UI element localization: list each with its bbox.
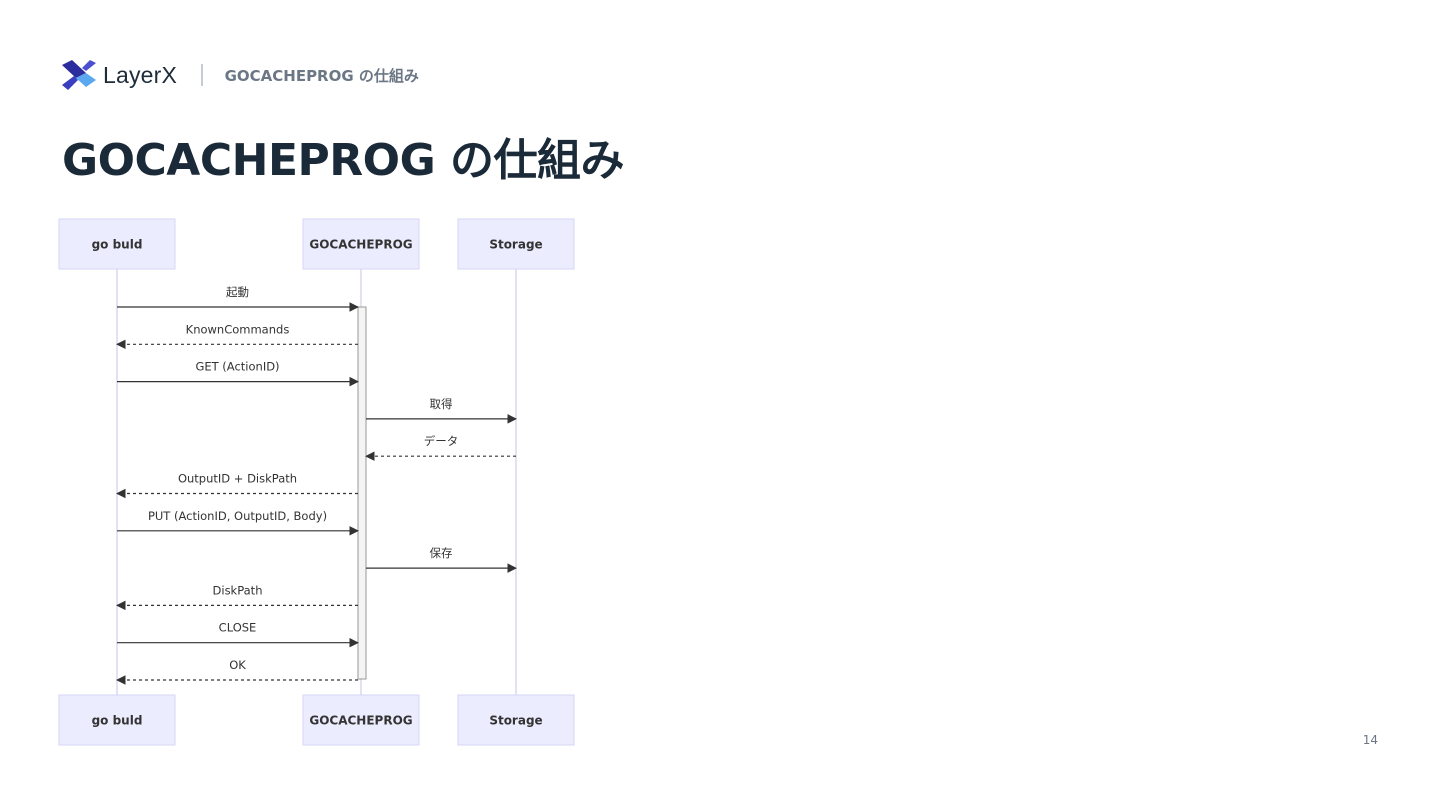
message-label: KnownCommands [186,322,290,336]
message-5: データ [365,434,516,462]
page-title: GOCACHEPROG の仕組み [62,135,625,186]
message-11: OK [116,658,358,685]
participant-label: Storage [489,238,542,252]
participant-box [302,218,420,270]
message-7: PUT (ActionID, OutputID, Body) [117,509,359,536]
message-10: CLOSE [117,621,359,648]
participant-box [58,218,176,270]
message-2: KnownCommands [116,322,358,350]
layerx-logo: LayerX [62,60,177,90]
participant-label: go buld [92,238,143,252]
participant-label: go buld [92,714,143,728]
message-3: GET (ActionID) [117,360,359,387]
message-label: CLOSE [219,621,257,635]
message-9: DiskPath [116,583,358,611]
participant-bottom-prog: GOCACHEPROG [302,694,420,746]
participant-box [457,218,575,270]
message-label: DiskPath [213,583,263,597]
message-label: 起動 [226,285,249,299]
message-1: 起動 [117,285,359,312]
participant-box [457,694,575,746]
message-8: 保存 [366,546,517,573]
participant-box [58,694,176,746]
message-label: GET (ActionID) [195,360,279,374]
message-label: 保存 [430,546,453,560]
layerx-logo-icon [62,60,96,90]
participant-top-prog: GOCACHEPROG [302,218,420,270]
slide-header: LayerX GOCACHEPROG の仕組み [62,60,419,90]
participant-box [302,694,420,746]
page-number: 14 [1362,733,1378,747]
participant-label: GOCACHEPROG [309,238,412,252]
activation-bar [357,306,367,680]
message-label: データ [424,434,459,448]
message-4: 取得 [366,397,517,424]
participant-top-storage: Storage [457,218,575,270]
message-label: OutputID + DiskPath [178,472,297,486]
message-label: PUT (ActionID, OutputID, Body) [148,509,327,523]
message-6: OutputID + DiskPath [116,472,358,499]
participant-bottom-go: go buld [58,694,176,746]
participant-bottom-storage: Storage [457,694,575,746]
participant-label: Storage [489,714,542,728]
message-label: OK [229,658,246,672]
section-label: GOCACHEPROG の仕組み [224,66,419,85]
participant-label: GOCACHEPROG [309,714,412,728]
header-divider [201,64,203,86]
message-label: 取得 [430,397,453,411]
logo-text: LayerX [103,61,178,88]
participant-top-go: go buld [58,218,176,270]
